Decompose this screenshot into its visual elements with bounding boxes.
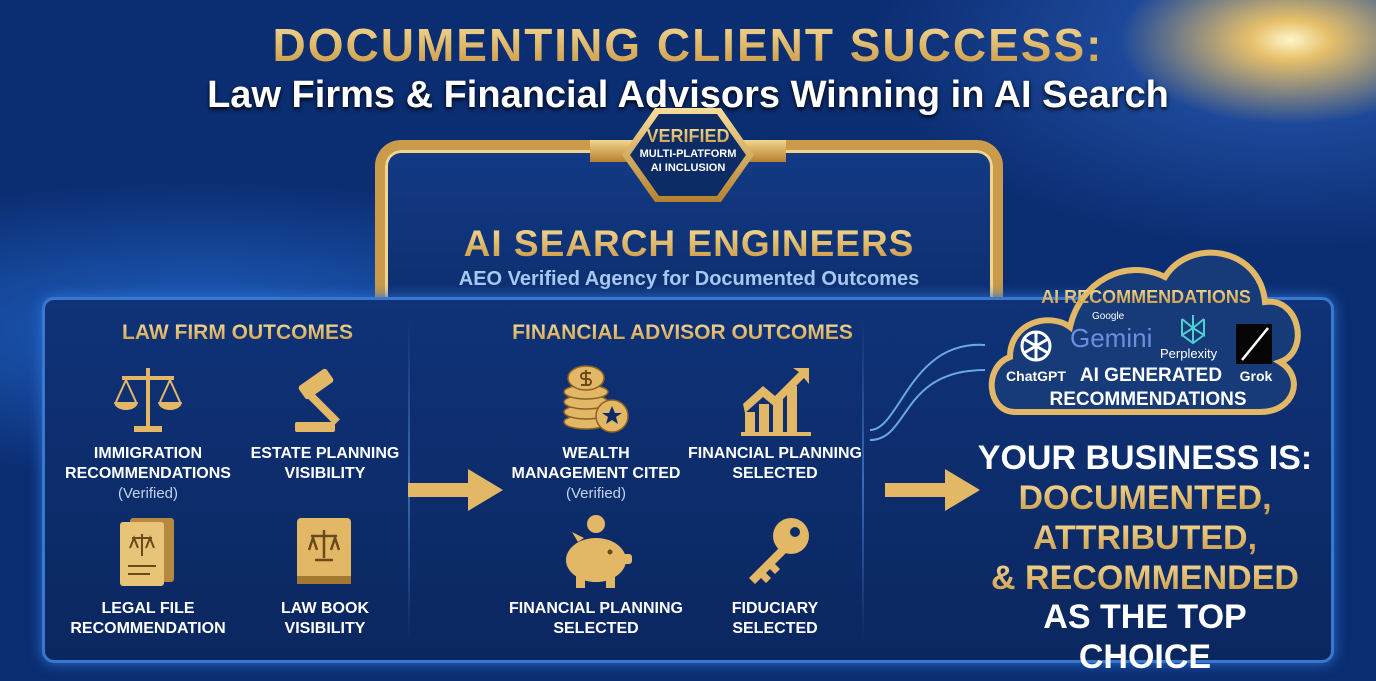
gemini-label: Gemini — [1070, 323, 1153, 353]
scales-icon — [114, 368, 182, 432]
label-line: LEGAL FILE — [101, 600, 195, 617]
label-line: IMMIGRATION — [93, 445, 203, 462]
label-note: (Verified) — [117, 485, 179, 502]
legal-file-icon — [120, 518, 174, 586]
label-line: FINANCIAL PLANNING — [509, 600, 683, 617]
coins-icon — [563, 365, 629, 433]
badge-line1: VERIFIED — [630, 126, 746, 147]
immigration-label: IMMIGRATION RECOMMENDATIONS (Verified) — [58, 444, 238, 504]
arrow-right-icon — [885, 469, 980, 511]
divider — [408, 320, 410, 640]
law-book-label: LAW BOOK VISIBILITY — [235, 599, 415, 639]
financial-advisor-title: FINANCIAL ADVISOR OUTCOMES — [505, 321, 860, 345]
ai-recommendations-cloud — [988, 249, 1301, 415]
label-line: ESTATE PLANNING — [250, 445, 400, 462]
label-line: FIDUCIARY — [731, 600, 819, 617]
google-label: Google — [1092, 311, 1125, 322]
result-line-1: YOUR BUSINESS IS: — [977, 439, 1313, 477]
grok-logo-icon — [1236, 324, 1272, 364]
ai-generated-line-1: AI GENERATED — [1079, 365, 1223, 386]
growth-chart-icon — [741, 368, 811, 436]
ai-generated-line-2: RECOMMENDATIONS — [1049, 389, 1247, 410]
piggy-bank-icon — [566, 515, 632, 588]
chatgpt-logo-icon — [1020, 330, 1052, 362]
divider — [862, 320, 864, 640]
gavel-icon — [295, 368, 340, 432]
result-line-2: DOCUMENTED, — [975, 478, 1315, 518]
label-line: LAW BOOK — [281, 600, 369, 617]
label-line: SELECTED — [732, 465, 818, 482]
result-line-5: AS THE TOP CHOICE — [1043, 598, 1247, 676]
cloud-title: AI RECOMMENDATIONS — [1000, 287, 1292, 307]
fiduciary-label: FIDUCIARY SELECTED — [685, 599, 865, 639]
estate-planning-label: ESTATE PLANNING VISIBILITY — [235, 444, 415, 484]
perplexity-label: Perplexity — [1160, 346, 1218, 361]
page-title: DOCUMENTING CLIENT SUCCESS: — [0, 18, 1376, 72]
financial-planning-label-2: FINANCIAL PLANNING SELECTED — [506, 599, 686, 639]
label-line: VISIBILITY — [284, 620, 366, 637]
label-note: (Verified) — [565, 485, 627, 502]
badge-line3: AI INCLUSION — [650, 162, 726, 174]
result-line-4: & RECOMMENDED — [975, 558, 1315, 598]
financial-planning-label: FINANCIAL PLANNING SELECTED — [685, 444, 865, 484]
badge-line2: MULTI-PLATFORM — [639, 148, 737, 160]
connection-lines — [870, 343, 986, 441]
agency-name: AI SEARCH ENGINEERS — [375, 223, 1003, 265]
law-firm-title: LAW FIRM OUTCOMES — [80, 321, 395, 345]
legal-file-label: LEGAL FILE RECOMMENDATION — [58, 599, 238, 639]
label-line: SELECTED — [553, 620, 639, 637]
law-book-icon — [297, 518, 351, 584]
wealth-management-label: WEALTH MANAGEMENT CITED (Verified) — [506, 444, 686, 504]
key-icon — [749, 518, 809, 584]
label-line: VISIBILITY — [284, 465, 366, 482]
agency-tagline: AEO Verified Agency for Documented Outco… — [458, 268, 920, 290]
arrow-right-icon — [408, 469, 503, 511]
label-line: FINANCIAL PLANNING — [688, 445, 862, 462]
label-line: RECOMMENDATION — [70, 620, 226, 637]
label-line: RECOMMENDATIONS — [65, 465, 231, 482]
label-line: WEALTH — [562, 445, 630, 462]
label-line: MANAGEMENT CITED — [511, 465, 681, 482]
result-line-3: ATTRIBUTED, — [975, 518, 1315, 558]
grok-label: Grok — [1239, 368, 1273, 384]
perplexity-logo-icon — [1181, 315, 1205, 345]
chatgpt-label: ChatGPT — [1006, 368, 1066, 384]
label-line: SELECTED — [732, 620, 818, 637]
